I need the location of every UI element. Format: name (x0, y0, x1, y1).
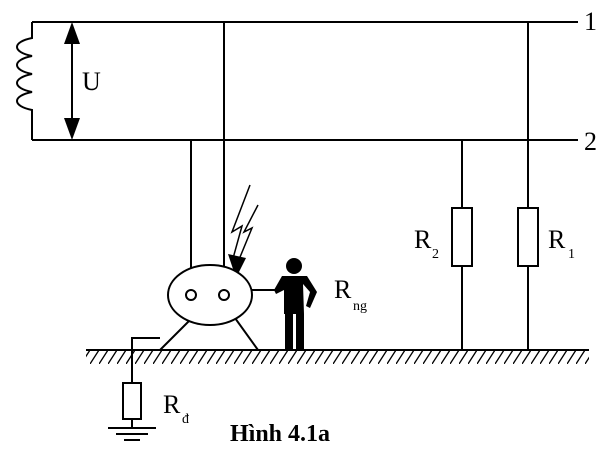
figure-caption: Hình 4.1a (230, 421, 330, 447)
voltage-label: U (82, 67, 101, 96)
source-coil (16, 22, 33, 140)
voltage-arrow-up-icon (64, 22, 80, 44)
person-icon (274, 258, 317, 350)
earth-symbol-icon (108, 427, 156, 441)
resistor-r2 (451, 207, 473, 267)
motor-body (167, 264, 253, 326)
motor-terminal-right (218, 289, 230, 301)
resistor-r1 (517, 207, 539, 267)
rng-subscript: ng (353, 299, 367, 314)
earthing-wire (131, 337, 160, 383)
rd-label: R (163, 390, 181, 419)
r2-subscript: 2 (432, 247, 439, 262)
rd-subscript: đ (182, 412, 189, 427)
r1-subscript: 1 (568, 247, 575, 262)
rng-label: R (334, 275, 352, 304)
ground-hatch (86, 350, 589, 364)
fault-arrowhead-icon (228, 254, 246, 278)
line-2-label: 2 (584, 127, 597, 156)
motor-terminal-left (185, 289, 197, 301)
r2-label: R (414, 225, 432, 254)
line-1-label: 1 (584, 7, 597, 36)
r1-label: R (548, 225, 566, 254)
fault-lightning-icon (237, 204, 259, 263)
resistor-rd (122, 382, 142, 420)
fault-lightning-icon-outline (230, 184, 251, 263)
voltage-arrow-down-icon (64, 118, 80, 140)
